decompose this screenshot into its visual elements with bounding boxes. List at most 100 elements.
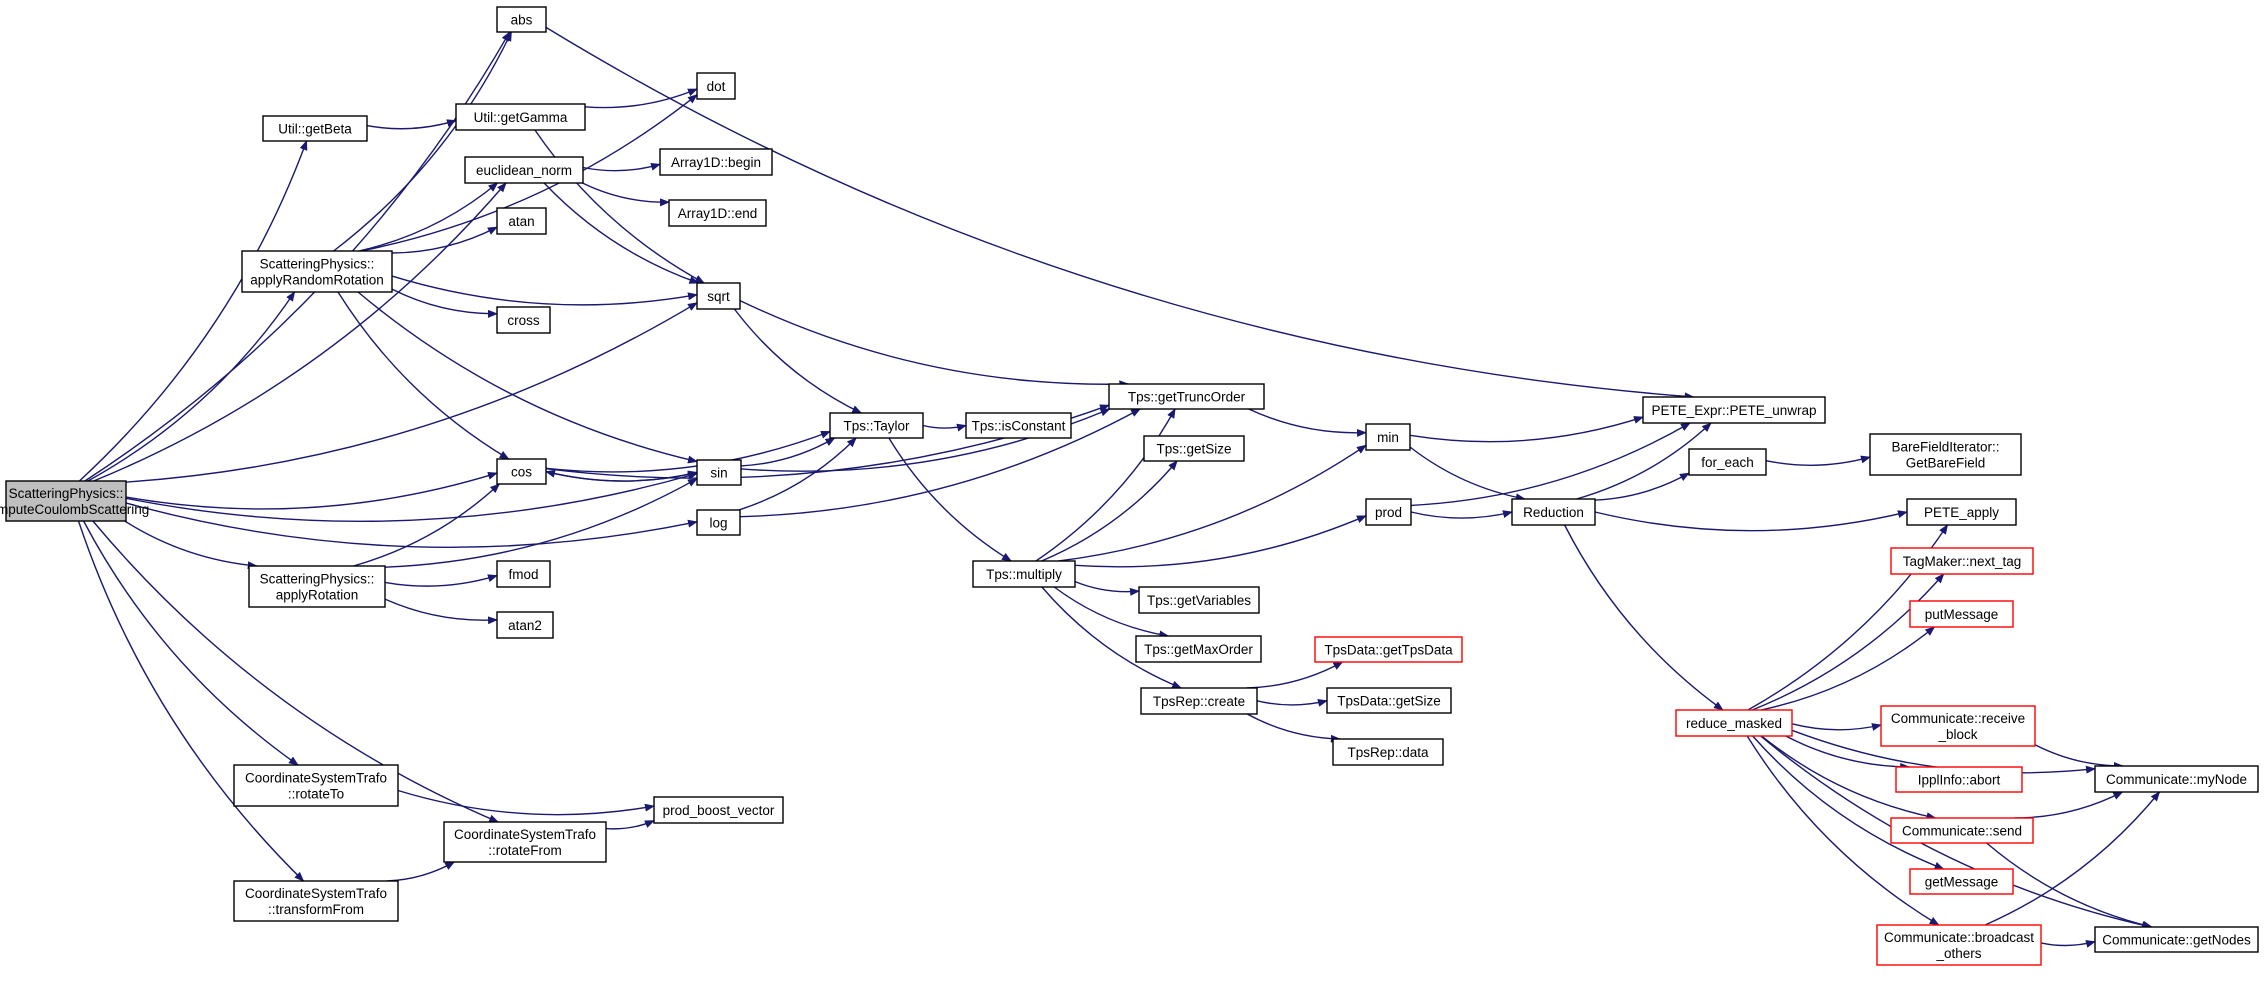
node-send[interactable]: Communicate::send [1890,817,2034,844]
node-box [496,306,551,334]
node-bfi[interactable]: BareFieldIterator::GetBareField [1869,433,2022,476]
node-getsize[interactable]: Tps::getSize [1143,435,1245,462]
node-label: Tps::multiply [986,567,1062,582]
node-box [1138,586,1260,614]
node-label: TpsRep::data [1347,745,1429,760]
node-box [443,821,607,863]
edge-root-to-applyRR [87,291,296,482]
node-box [1890,817,2034,844]
edge-redmasked-to-putmsg [1760,626,1936,711]
node-rotateTo[interactable]: CoordinateSystemTrafo::rotateTo [233,764,399,807]
node-euclid[interactable]: euclidean_norm [464,156,584,184]
node-label: computeCoulombScattering [0,502,149,517]
node-label: Util::getBeta [278,122,352,137]
edge-gettrunc-to-min [1248,408,1367,437]
edge-min-to-reduction [1409,446,1526,502]
node-prod[interactable]: prod [1365,498,1412,526]
node-tpsrepdata[interactable]: TpsRep::data [1332,738,1444,766]
node-box [1869,433,2022,476]
node-transformFrom[interactable]: CoordinateSystemTrafo::transformFrom [233,880,399,922]
node-label: for_each [1701,455,1754,470]
node-bcast[interactable]: Communicate::broadcast_others [1876,924,2042,966]
node-getmsg[interactable]: getMessage [1909,868,2014,895]
node-box [668,199,767,227]
node-begin[interactable]: Array1D::begin [659,148,773,176]
node-box [1876,924,2042,966]
node-fmod[interactable]: fmod [496,560,551,588]
node-label: Tps::getTruncOrder [1128,390,1246,405]
node-box [1108,383,1265,410]
node-rotateFrom[interactable]: CoordinateSystemTrafo::rotateFrom [443,821,607,863]
node-isconst[interactable]: Tps::isConstant [965,412,1072,439]
node-redmasked[interactable]: reduce_masked [1675,709,1793,737]
node-atan2[interactable]: atan2 [496,611,554,639]
node-reduction[interactable]: Reduction [1511,498,1596,526]
node-label: CoordinateSystemTrafo [245,886,387,901]
node-getvars[interactable]: Tps::getVariables [1138,586,1260,614]
node-foreach[interactable]: for_each [1688,448,1767,476]
edge-foreach-to-bfi [1765,455,1871,466]
node-end[interactable]: Array1D::end [668,199,767,227]
node-getgamma[interactable]: Util::getGamma [455,103,586,131]
node-applyRR[interactable]: ScatteringPhysics::applyRandomRotation [241,250,393,293]
node-label: Tps::isConstant [972,419,1066,434]
node-box [965,412,1072,439]
edge-tpsrepcreate-to-gettpsdata [1246,661,1344,689]
node-root[interactable]: ScatteringPhysics::computeCoulombScatter… [0,480,149,522]
edge-root-to-rotateFrom [92,520,500,823]
edge-getbeta-to-getgamma [366,119,457,130]
node-peteapply[interactable]: PETE_apply [1906,498,2017,526]
edge-transformFrom-to-rotateFrom [386,861,456,882]
node-taylor[interactable]: Tps::Taylor [829,412,924,439]
node-sin[interactable]: sin [696,459,742,486]
node-applyR[interactable]: ScatteringPhysics::applyRotation [248,565,386,608]
node-box [1314,636,1463,663]
node-putmsg[interactable]: putMessage [1909,600,2014,628]
edge-cos-to-taylor [545,430,831,473]
node-sqrt[interactable]: sqrt [696,282,741,310]
node-tpsrepcreate[interactable]: TpsRep::create [1140,687,1258,715]
edge-sin-to-cos [545,469,698,482]
edge-tpsrepcreate-to-tpsrepdata [1246,713,1341,743]
node-cos[interactable]: cos [496,458,547,485]
node-dot[interactable]: dot [696,72,736,100]
node-label: min [1377,430,1399,445]
node-tpsdatasize[interactable]: TpsData::getSize [1326,687,1452,714]
edge-applyRR-to-dot [360,94,698,252]
node-prodboost[interactable]: prod_boost_vector [653,796,784,824]
node-pete_unwrap[interactable]: PETE_Expr::PETE_unwrap [1642,396,1826,424]
node-gettrunc[interactable]: Tps::getTruncOrder [1108,383,1265,410]
node-label: ScatteringPhysics:: [260,257,375,272]
edge-multiply-to-tpsrepcreate [1041,586,1183,689]
node-box [496,6,547,33]
node-log[interactable]: log [696,509,741,536]
node-cross[interactable]: cross [496,306,551,334]
node-getmaxorder[interactable]: Tps::getMaxOrder [1135,635,1262,663]
node-mynode[interactable]: Communicate::myNode [2094,765,2259,793]
edge-log-to-gettrunc [739,408,1141,518]
node-nexttag[interactable]: TagMaker::next_tag [1890,547,2034,575]
node-multiply[interactable]: Tps::multiply [972,560,1076,588]
edge-applyR-to-fmod [384,574,498,587]
node-recvblock[interactable]: Communicate::receive_block [1880,705,2036,747]
node-gettpsdata[interactable]: TpsData::getTpsData [1314,636,1463,663]
node-label: CoordinateSystemTrafo [245,771,387,786]
edge-root-to-sin [125,472,698,522]
node-min[interactable]: min [1365,423,1411,451]
node-abs[interactable]: abs [496,6,547,33]
node-box [496,560,551,588]
node-box [1332,738,1444,766]
edge-applyRR-to-cross [391,288,498,318]
node-label: sin [710,466,727,481]
node-label: Tps::getMaxOrder [1144,642,1253,657]
node-box [1895,766,2023,793]
node-atan[interactable]: atan [496,207,547,235]
node-label: Util::getGamma [474,110,568,125]
node-box [496,458,547,485]
edge-getgamma-to-dot [584,88,698,109]
node-getnodes[interactable]: Communicate::getNodes [2094,926,2259,953]
node-ipplabort[interactable]: IpplInfo::abort [1895,766,2023,793]
node-label: applyRandomRotation [250,273,384,288]
node-label: abs [511,13,533,28]
node-getbeta[interactable]: Util::getBeta [262,115,368,142]
